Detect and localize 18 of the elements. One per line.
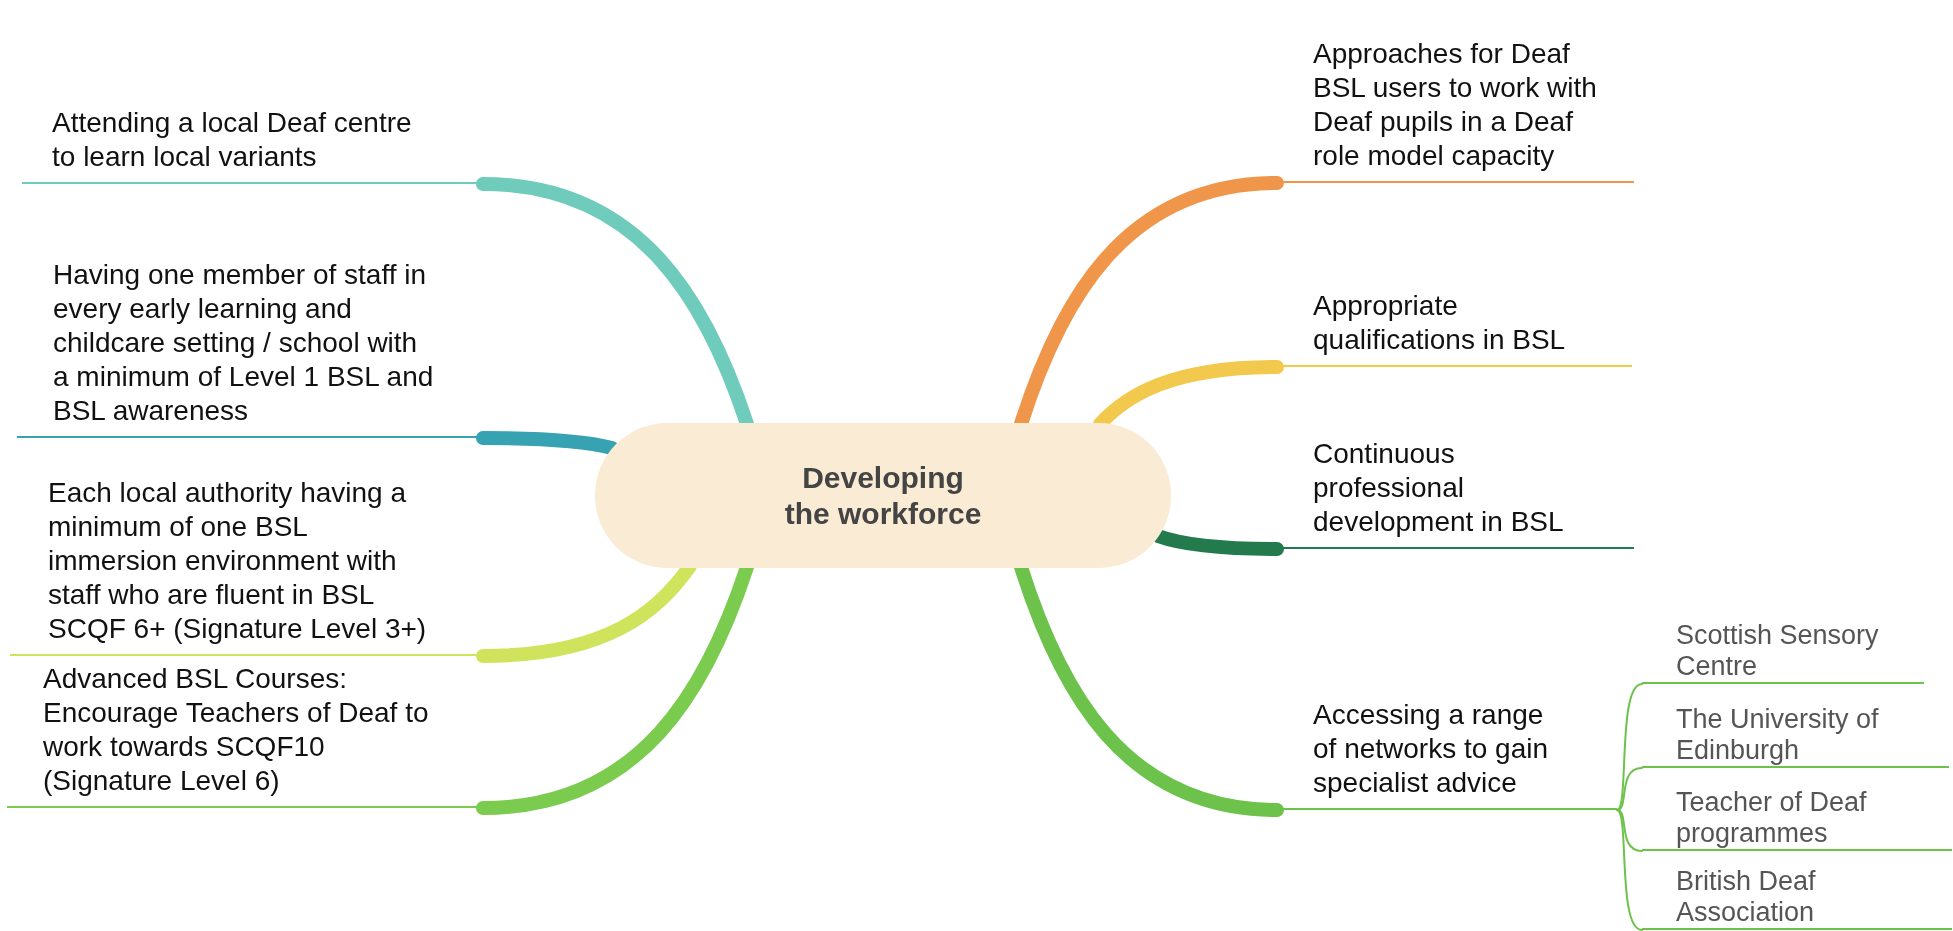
branch-line: [1616, 809, 1643, 852]
branch-line: [1616, 767, 1643, 811]
topic-text: Scottish Sensory Centre: [1676, 620, 1880, 682]
branch-line: [1616, 683, 1643, 811]
topic-text: Appropriate qualifications in BSL: [1313, 289, 1567, 357]
topic-text: Advanced BSL Courses: Encourage Teachers of Deaf to work towards SCQF10 (Signature Level 6): [43, 662, 430, 798]
topic-text: Approaches for Deaf BSL users to work with Deaf pupils in a Deaf role model capacity: [1313, 37, 1598, 173]
topic-text: Teacher of Deaf programmes: [1676, 787, 1868, 849]
topic-text: Having one member of staff in every early learning and childcare setting / school with a minimum of Level 1 BSL and BSL awareness: [53, 258, 435, 428]
topic-text: Accessing a range of networks to gain specialist advice: [1313, 698, 1550, 800]
topic-text: Each local authority having a minimum of one BSL immersion environment with staff who are fluent in BSL SCQF 6+ (Signature Level 3+): [48, 476, 428, 646]
central-topic: Developing the workforce: [595, 423, 1171, 568]
topic-text: Continuous professional development in BSL: [1313, 437, 1565, 539]
topic-text: The University of Edinburgh: [1676, 704, 1880, 766]
branch-line: [476, 431, 619, 455]
topic-text: Attending a local Deaf centre to learn local variants: [52, 106, 413, 174]
branch-line: [1616, 809, 1643, 931]
topic-text: British Deaf Association: [1676, 866, 1817, 928]
